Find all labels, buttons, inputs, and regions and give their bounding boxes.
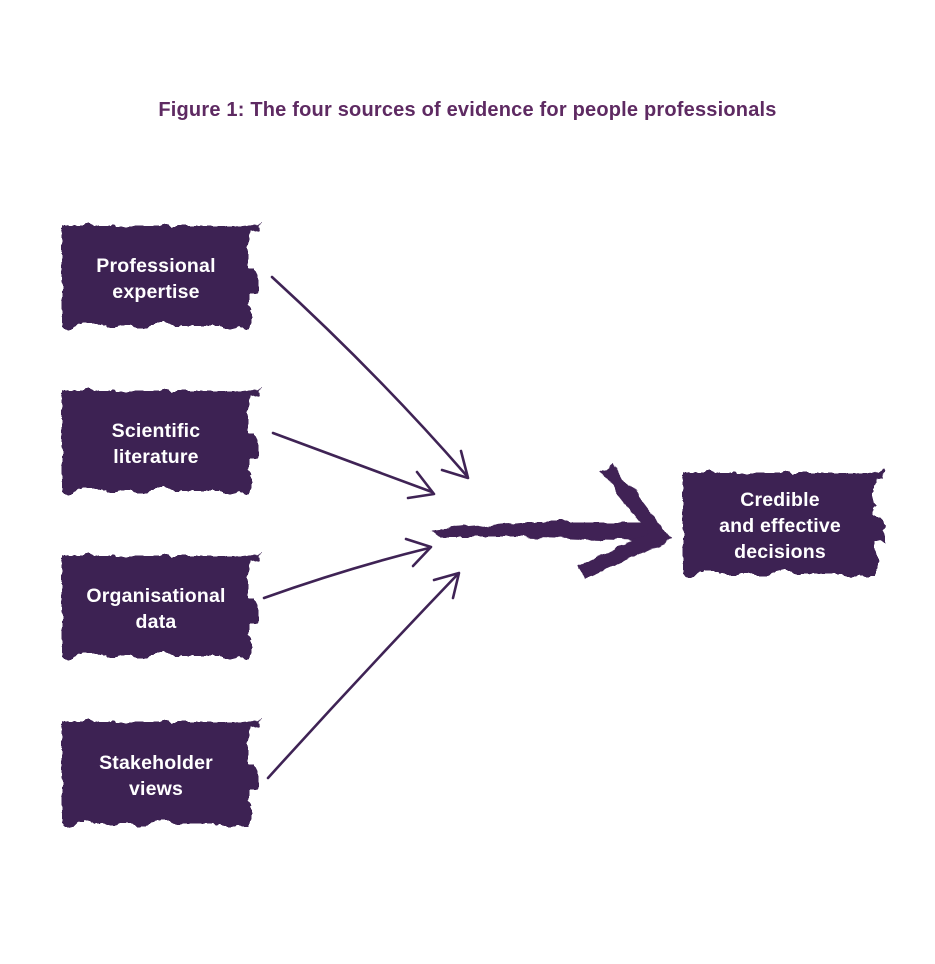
outcome-box-label-line2: and effective — [719, 515, 841, 537]
source-box-label-line2: views — [129, 778, 183, 800]
source-box-label-line2: literature — [113, 446, 198, 468]
arrow-organisational-data-arrowhead — [404, 537, 433, 568]
outcome-box-label-line1: Credible — [740, 489, 820, 511]
arrow-scientific-literature-to-center — [271, 431, 434, 494]
outcome-box-label-line3: decisions — [734, 541, 826, 563]
source-box-label-line2: data — [136, 611, 177, 633]
source-box-bg — [62, 719, 261, 824]
arrow-scientific-literature-arrowhead — [406, 470, 436, 500]
source-box-bg — [62, 223, 261, 326]
outcome-box-credible-decisions: Credible and effective decisions — [683, 470, 885, 574]
main-arrow — [430, 462, 672, 579]
converging-arrows — [262, 275, 470, 780]
source-box-stakeholder-views: Stakeholder views — [62, 719, 261, 824]
source-box-bg — [62, 388, 261, 491]
source-box-bg — [62, 553, 261, 656]
arrow-professional-expertise-arrowhead — [440, 449, 470, 480]
source-box-scientific-literature: Scientific literature — [62, 388, 261, 491]
source-box-label-line1: Organisational — [86, 585, 225, 607]
arrow-organisational-data-to-center — [262, 546, 431, 600]
outcome-box-bg — [683, 470, 885, 574]
source-box-professional-expertise: Professional expertise — [62, 223, 261, 326]
main-arrow-head — [578, 462, 672, 579]
main-arrow-shaft — [430, 522, 651, 541]
arrow-stakeholder-views-arrowhead — [432, 571, 461, 600]
source-box-label-line1: Stakeholder — [99, 752, 213, 774]
source-box-label-line1: Professional — [96, 255, 215, 277]
arrow-professional-expertise-to-center — [270, 275, 468, 477]
figure-title: Figure 1: The four sources of evidence f… — [158, 99, 777, 121]
source-box-label-line2: expertise — [112, 281, 199, 303]
source-box-label-line1: Scientific — [112, 420, 201, 442]
arrow-stakeholder-views-to-center — [266, 573, 459, 780]
source-box-organisational-data: Organisational data — [62, 553, 261, 656]
